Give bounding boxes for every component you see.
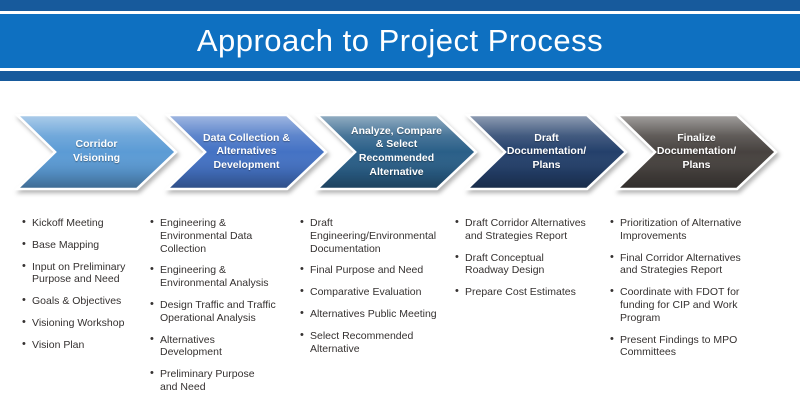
stage-bullets-data-collection: Engineering & Environmental Data Collect… xyxy=(148,216,298,403)
stage-label: Analyze, Compare & Select Recommended Al… xyxy=(350,124,443,178)
chevron-bevel xyxy=(463,113,628,191)
list-item: Alternatives Public Meeting xyxy=(300,307,462,321)
banner-stripe-top xyxy=(0,0,800,11)
stage-chevron-finalize-documentation: Finalize Documentation/ Plans xyxy=(613,113,778,191)
list-item: Visioning Workshop xyxy=(22,316,160,330)
stage-chevron-analyze-select: Analyze, Compare & Select Recommended Al… xyxy=(313,113,478,191)
list-item: Base Mapping xyxy=(22,238,160,252)
list-item: Coordinate with FDOT for funding for CIP… xyxy=(610,285,792,324)
chevron-bevel xyxy=(13,113,178,191)
stage-bullets-analyze-select: Draft Engineering/Environmental Document… xyxy=(298,216,462,364)
list-item: Present Findings to MPO Committees xyxy=(610,333,792,360)
list-item: Prepare Cost Estimates xyxy=(455,285,619,299)
list-item: Draft Engineering/Environmental Document… xyxy=(300,216,462,255)
stage-chevron-data-collection: Data Collection & Alternatives Developme… xyxy=(163,113,328,191)
stage-label: Data Collection & Alternatives Developme… xyxy=(203,131,290,171)
title-banner: Approach to Project Process xyxy=(0,0,800,81)
list-item: Vision Plan xyxy=(22,338,160,352)
list-item: Select Recommended Alternative xyxy=(300,329,462,356)
list-item: Input on Preliminary Purpose and Need xyxy=(22,260,160,287)
chevron-bevel xyxy=(313,113,478,191)
chevron-bevel xyxy=(613,113,778,191)
banner-stripe-bottom xyxy=(0,71,800,81)
stage-chevron-corridor-visioning: Corridor Visioning xyxy=(13,113,178,191)
chevron-bevel xyxy=(163,113,328,191)
stage-bullets-corridor-visioning: Kickoff Meeting Base Mapping Input on Pr… xyxy=(20,216,160,361)
list-item: Goals & Objectives xyxy=(22,294,160,308)
list-item: Kickoff Meeting xyxy=(22,216,160,230)
chevron-arrow-icon xyxy=(163,113,328,191)
stage-chevron-draft-documentation: Draft Documentation/ Plans xyxy=(463,113,628,191)
list-item: Design Traffic and Traffic Operational A… xyxy=(150,298,298,325)
stage-label: Draft Documentation/ Plans xyxy=(506,131,587,171)
title-band: Approach to Project Process xyxy=(0,14,800,68)
list-item: Draft Corridor Alternatives and Strategi… xyxy=(455,216,619,243)
chevron-arrow-icon xyxy=(463,113,628,191)
list-item: Comparative Evaluation xyxy=(300,285,462,299)
slide-title: Approach to Project Process xyxy=(196,23,604,58)
stage-label: Finalize Documentation/ Plans xyxy=(656,131,737,171)
list-item: Draft Conceptual Roadway Design xyxy=(455,251,619,278)
chevron-arrow-icon xyxy=(613,113,778,191)
stage-bullets-finalize-documentation: Prioritization of Alternative Improvemen… xyxy=(608,216,792,368)
chevron-arrow-icon xyxy=(13,113,178,191)
list-item: Preliminary Purpose and Need xyxy=(150,367,298,394)
stage-bullets-draft-documentation: Draft Corridor Alternatives and Strategi… xyxy=(453,216,619,308)
banner-gap-top xyxy=(0,11,800,14)
list-item: Prioritization of Alternative Improvemen… xyxy=(610,216,792,243)
list-item: Engineering & Environmental Data Collect… xyxy=(150,216,298,255)
list-item: Alternatives Development xyxy=(150,333,298,360)
banner-gap-bottom xyxy=(0,68,800,71)
list-item: Final Purpose and Need xyxy=(300,263,462,277)
chevron-arrow-icon xyxy=(313,113,478,191)
list-item: Engineering & Environmental Analysis xyxy=(150,263,298,290)
list-item: Final Corridor Alternatives and Strategi… xyxy=(610,251,792,278)
stage-label: Corridor Visioning xyxy=(72,138,121,164)
